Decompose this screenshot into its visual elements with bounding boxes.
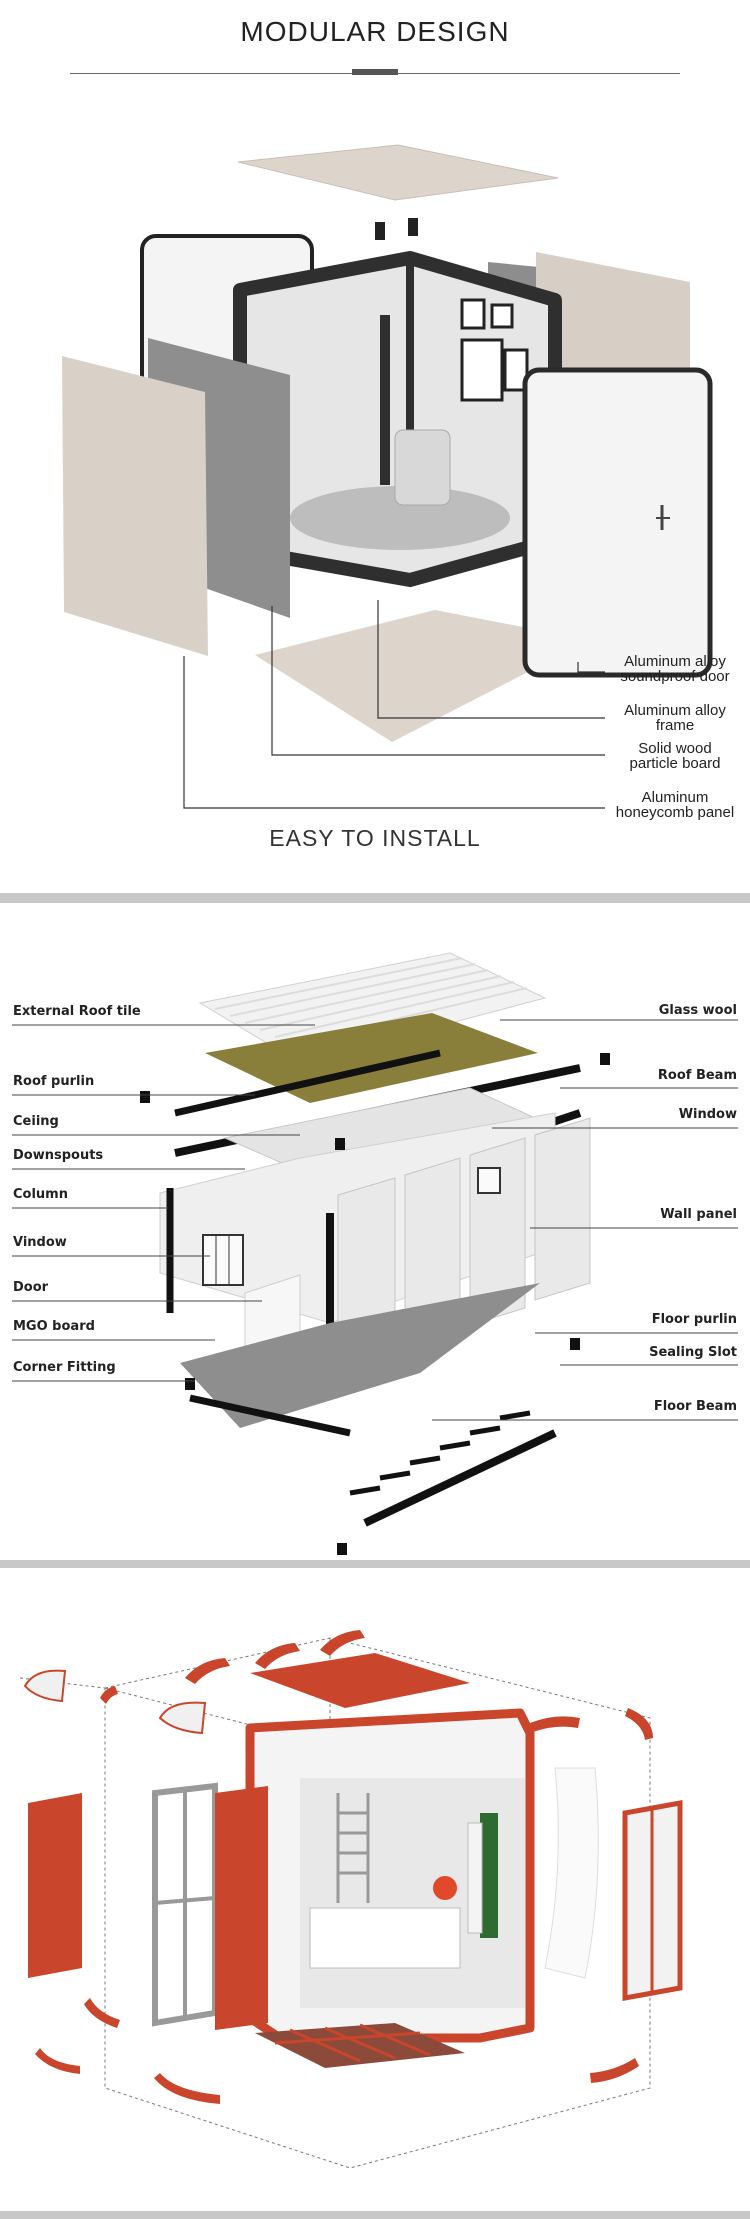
wall-picture: [460, 298, 486, 330]
callout-honeycomb: Aluminum honeycomb panel: [615, 789, 735, 821]
floor-panel: [255, 610, 590, 742]
curved-glass-panel: [158, 1701, 207, 1735]
label-roof-beam: Roof Beam: [657, 1068, 737, 1083]
label-column: Column: [13, 1187, 68, 1202]
roof-panel: [250, 1653, 470, 1708]
label-ceiling: Ceiing: [13, 1114, 59, 1129]
container-structure-section: External Roof tile Roof purlin Ceiing Do…: [0, 903, 750, 1560]
modular-exploded-illustration: [62, 144, 713, 809]
corner-fitting: [185, 1378, 195, 1390]
label-floor-beam: Floor Beam: [653, 1399, 737, 1414]
corner-fitting: [140, 1091, 150, 1103]
roof-beam: [174, 1049, 441, 1117]
label-downspouts: Downspouts: [13, 1148, 104, 1163]
hanging-clothes: [467, 1822, 483, 1934]
label-roof-purlin: Roof purlin: [13, 1074, 95, 1089]
label-wall-panel: Wall panel: [660, 1207, 737, 1222]
label-door: Door: [13, 1280, 49, 1295]
container-exploded-illustration: [12, 952, 738, 1555]
hanging-clothes: [480, 1813, 498, 1938]
corner-fitting: [570, 1338, 580, 1350]
leader-line: [271, 606, 605, 756]
armchair: [394, 429, 451, 506]
title-rule-accent: [352, 69, 398, 75]
bed: [309, 1907, 461, 1969]
wall-picture: [503, 348, 529, 392]
label-window-right: Window: [678, 1107, 737, 1122]
leader-line: [377, 600, 605, 719]
floor-beam: [189, 1394, 351, 1437]
capsule-exploded-illustration: [19, 1630, 683, 2169]
mgo-board: [180, 1283, 540, 1428]
modular-design-section: MODULAR DESIGN: [0, 0, 750, 893]
corner-fitting: [335, 1138, 345, 1150]
section-divider: [0, 1560, 750, 1568]
section-footer: EASY TO INSTALL: [269, 825, 481, 851]
left-wood-panel: [62, 356, 208, 656]
bolt: [408, 218, 418, 236]
section-title: MODULAR DESIGN: [240, 16, 510, 47]
label-external-roof-tile: External Roof tile: [13, 1004, 141, 1019]
curved-glass-panel: [23, 1669, 67, 1703]
rug: [290, 486, 510, 550]
wall-panel: [534, 1117, 591, 1301]
section-divider: [0, 2211, 750, 2219]
callout-frame: Aluminum alloy frame: [624, 702, 726, 734]
glass-wool: [205, 1013, 538, 1103]
callout-door: Aluminum alloy soundproof door: [620, 653, 730, 685]
leader-line: [183, 656, 605, 809]
left-side-panel: [28, 1793, 82, 1978]
callout-wood-board: Solid wood particle board: [629, 740, 721, 772]
bolt: [375, 222, 385, 240]
leader-line: [577, 662, 605, 673]
front-red-panel: [215, 1786, 268, 2030]
label-glass-wool: Glass wool: [658, 1003, 737, 1018]
window: [477, 1167, 501, 1194]
roof-panel: [237, 144, 559, 201]
curtain: [544, 1767, 599, 1979]
capsule-exploded-section: [0, 1568, 750, 2211]
label-window: Vindow: [13, 1235, 67, 1250]
section-divider: [0, 893, 750, 903]
wall-picture: [460, 338, 504, 402]
corner-fitting: [337, 1543, 347, 1555]
window: [202, 1234, 244, 1286]
glass-door: [522, 367, 713, 678]
label-floor-purlin: Floor purlin: [651, 1312, 737, 1327]
lamp: [433, 1876, 457, 1900]
label-sealing-slot: Sealing Slot: [649, 1345, 737, 1360]
label-mgo-board: MGO board: [13, 1319, 95, 1334]
corner-fitting: [600, 1053, 610, 1065]
floor-beam: [363, 1429, 557, 1527]
wall-picture: [490, 303, 514, 329]
label-corner-fitting: Corner Fitting: [13, 1360, 116, 1375]
